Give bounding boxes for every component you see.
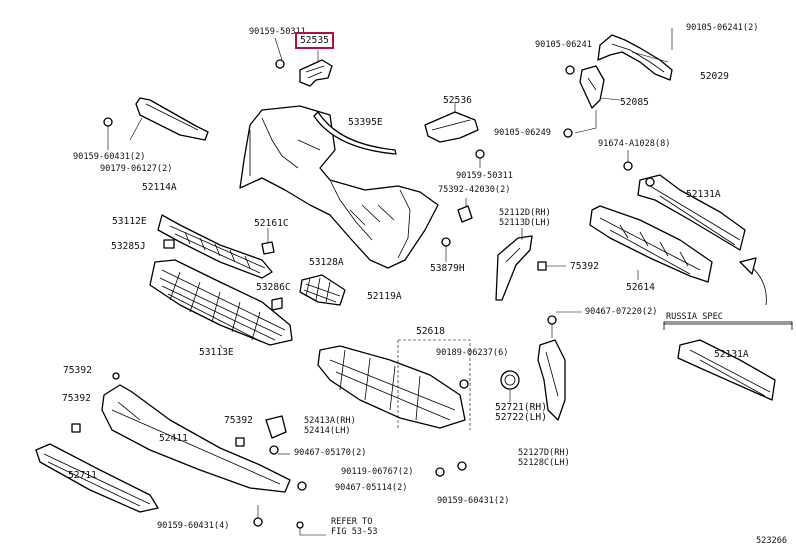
label-90159-60431-4: 90159-60431(4) bbox=[157, 521, 230, 531]
reinforcement-52131a[interactable] bbox=[623, 161, 746, 251]
label-52131a-russia: 52131A bbox=[714, 349, 749, 360]
clip-53285j[interactable] bbox=[163, 239, 175, 249]
label-52413a-rh: 52413A(RH) bbox=[304, 416, 356, 426]
label-90105-06241: 90105-06241 bbox=[535, 40, 592, 50]
grille-53113e[interactable] bbox=[149, 259, 293, 346]
label-fig-53-53: FIG 53-53 bbox=[331, 527, 378, 537]
label-52618: 52618 bbox=[416, 326, 445, 337]
label-90467-05170: 90467-05170(2) bbox=[294, 448, 367, 458]
molding-53395e[interactable] bbox=[313, 111, 397, 155]
label-52128c-lh: 52128C(LH) bbox=[518, 458, 570, 468]
label-52711: 52711 bbox=[68, 470, 97, 481]
label-52131a-top: 52131A bbox=[686, 189, 721, 200]
label-52414-lh: 52414(LH) bbox=[304, 426, 351, 436]
bracket-52114a[interactable] bbox=[103, 97, 209, 141]
label-52614: 52614 bbox=[626, 282, 655, 293]
label-53128a: 53128A bbox=[309, 257, 344, 268]
label-75392-mid: 75392 bbox=[224, 415, 253, 426]
label-90467-05114: 90467-05114(2) bbox=[335, 483, 408, 493]
label-53285j: 53285J bbox=[111, 241, 146, 252]
label-52535-highlighted[interactable]: 52535 bbox=[295, 32, 334, 49]
clip-52161c[interactable] bbox=[261, 241, 275, 255]
label-52085: 52085 bbox=[620, 97, 649, 108]
label-53879h: 53879H bbox=[430, 263, 465, 274]
bracket-52536[interactable] bbox=[424, 111, 485, 159]
bracket-52535[interactable] bbox=[275, 59, 333, 87]
label-53286c: 53286C bbox=[256, 282, 291, 293]
label-75392-left2: 75392 bbox=[62, 393, 91, 404]
bumper-cover-52119a[interactable] bbox=[239, 105, 439, 269]
label-53113e: 53113E bbox=[199, 347, 234, 358]
label-russia-spec: RUSSIA SPEC bbox=[666, 312, 723, 322]
label-90105-06249: 90105-06249 bbox=[494, 128, 551, 138]
clip-75392-42030[interactable] bbox=[441, 205, 473, 247]
pad-52711[interactable] bbox=[35, 443, 159, 513]
label-90159-50311-top: 90159-50311 bbox=[249, 27, 306, 37]
label-90159-50311-mid: 90159-50311 bbox=[456, 171, 513, 181]
figure-id: 523266 bbox=[756, 536, 788, 546]
bracket-52029[interactable] bbox=[597, 34, 673, 81]
label-75392-left1: 75392 bbox=[63, 365, 92, 376]
label-53395e: 53395E bbox=[348, 117, 383, 128]
label-52722-lh: 52722(LH) bbox=[495, 412, 547, 423]
label-52119a: 52119A bbox=[367, 291, 402, 302]
label-52161c: 52161C bbox=[254, 218, 289, 229]
label-90179-06127: 90179-06127(2) bbox=[100, 164, 173, 174]
garnish-53128a[interactable] bbox=[299, 274, 346, 306]
liner-52112d[interactable] bbox=[495, 235, 547, 301]
label-52127d-rh: 52127D(RH) bbox=[518, 448, 570, 458]
label-90119-06767: 90119-06767(2) bbox=[341, 467, 414, 477]
label-91674-a1028: 91674-A1028(8) bbox=[598, 139, 671, 149]
label-52112d-rh: 52112D(RH) bbox=[499, 208, 551, 218]
spoiler-52411[interactable] bbox=[101, 384, 291, 493]
label-90159-60431-2-left: 90159-60431(2) bbox=[73, 152, 146, 162]
label-75392-42030: 75392-42030(2) bbox=[438, 185, 511, 195]
label-90105-06241-2: 90105-06241(2) bbox=[686, 23, 759, 33]
clip-53286c[interactable] bbox=[271, 297, 283, 311]
label-52114a: 52114A bbox=[142, 182, 177, 193]
label-52536: 52536 bbox=[443, 95, 472, 106]
label-refer-to: REFER TO bbox=[331, 517, 373, 527]
russia-spec-box bbox=[663, 321, 793, 401]
ring-52721[interactable] bbox=[500, 370, 520, 390]
label-90467-07220: 90467-07220(2) bbox=[585, 307, 658, 317]
label-75392-right: 75392 bbox=[570, 261, 599, 272]
cover-52618[interactable] bbox=[317, 345, 466, 429]
bracket-52413a[interactable] bbox=[265, 415, 287, 455]
label-90189-06237: 90189-06237(6) bbox=[436, 348, 509, 358]
label-52411: 52411 bbox=[159, 433, 188, 444]
label-53112e: 53112E bbox=[112, 216, 147, 227]
label-52029: 52029 bbox=[700, 71, 729, 82]
bracket-52085[interactable] bbox=[563, 65, 605, 138]
grille-53112e[interactable] bbox=[157, 214, 273, 279]
label-52721-rh: 52721(RH) bbox=[495, 402, 547, 413]
bracket-52127d[interactable] bbox=[537, 315, 566, 421]
label-90159-60431-bottom: 90159-60431(2) bbox=[437, 496, 510, 506]
absorber-52614[interactable] bbox=[589, 205, 713, 283]
label-52113d-lh: 52113D(LH) bbox=[499, 218, 551, 228]
